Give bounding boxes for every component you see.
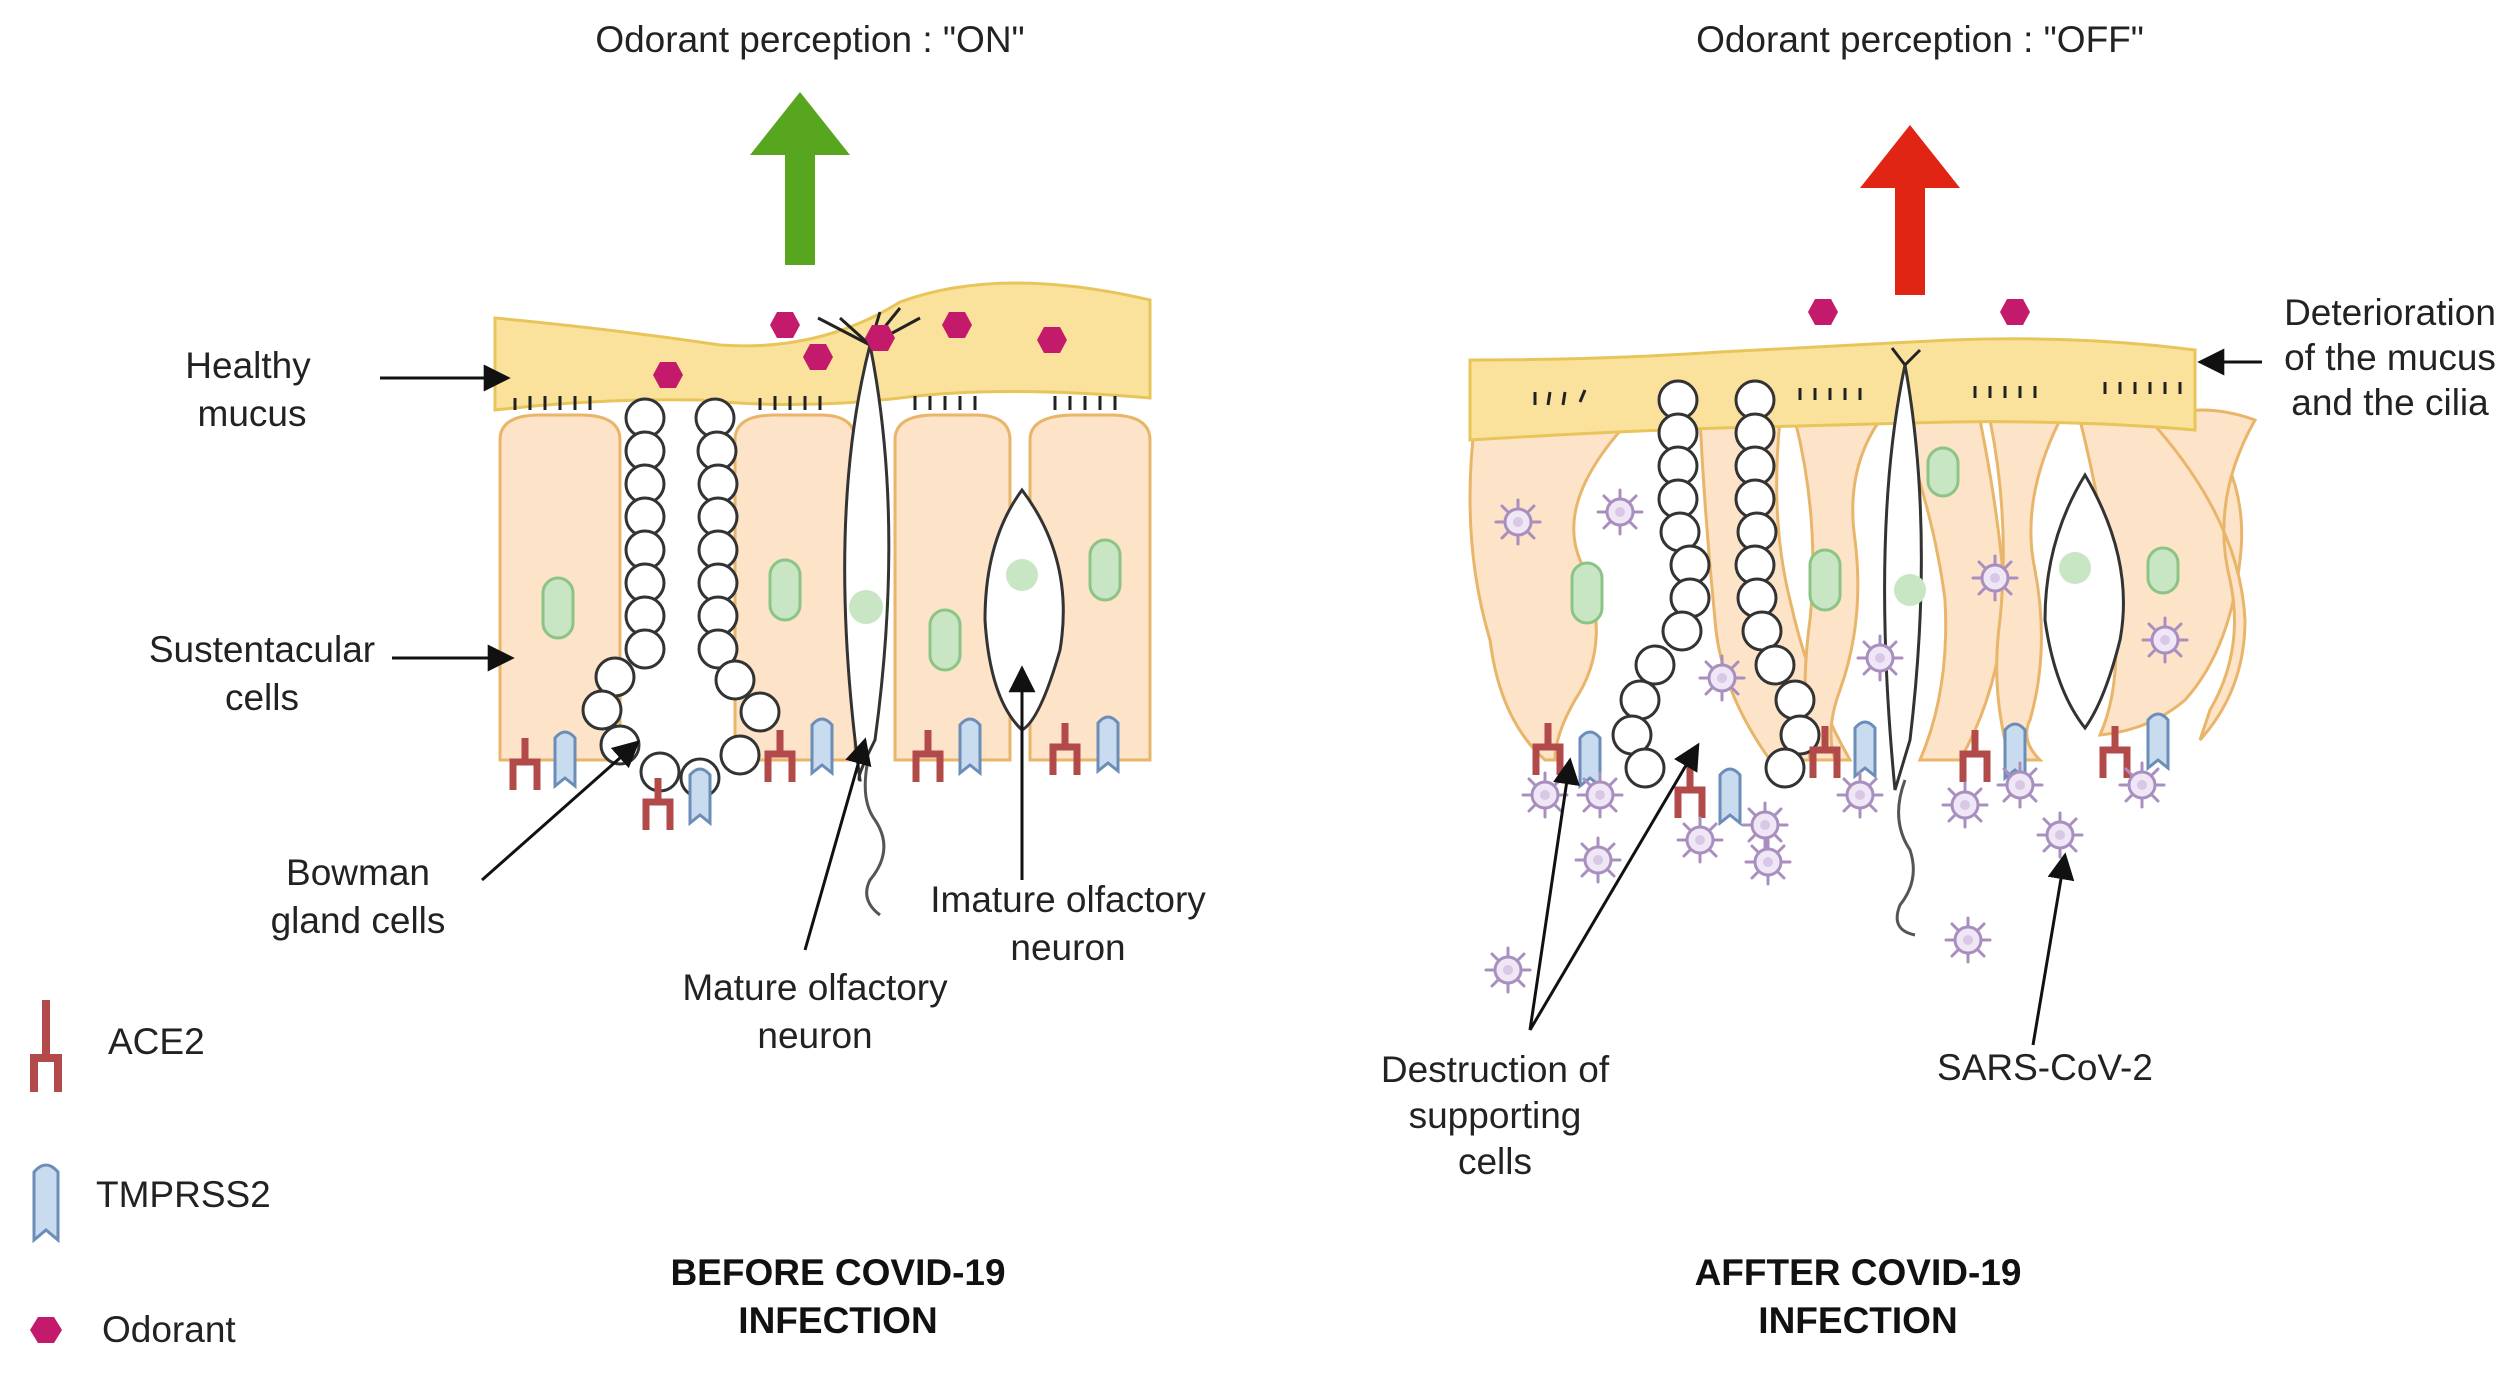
mature-neuron-pointer xyxy=(803,737,872,951)
destruction-label-2: supporting xyxy=(1409,1095,1582,1136)
right-deteriorated-mucus xyxy=(1468,337,2197,442)
deterioration-label-3: and the cilia xyxy=(2291,382,2489,423)
right-damaged-cilia xyxy=(1533,382,2182,406)
deterioration-label-2: of the mucus xyxy=(2284,337,2496,378)
left-panel: Odorant perception : "ON" xyxy=(149,19,1206,1341)
immature-neuron-label-2: neuron xyxy=(1010,927,1125,968)
perception-on-arrow xyxy=(750,92,850,265)
right-panel-title-1: AFFTER COVID-19 xyxy=(1695,1252,2022,1293)
legend-tmprss2-label: TMPRSS2 xyxy=(96,1174,271,1215)
right-mature-neuron xyxy=(1883,347,1926,937)
sars-cov-2-pointer xyxy=(2031,852,2075,1046)
bowman-pointer xyxy=(481,740,641,882)
legend-odorant-label: Odorant xyxy=(102,1309,236,1350)
legend-tmprss2-symbol xyxy=(32,1163,60,1244)
sustentacular-label-2: cells xyxy=(225,677,299,718)
immature-neuron-label-1: Imature olfactory xyxy=(930,879,1206,920)
healthy-mucus-label-1: Healthy xyxy=(185,345,311,386)
destruction-pointer-1 xyxy=(1528,757,1580,1031)
mature-neuron-label-1: Mature olfactory xyxy=(682,967,948,1008)
left-immature-neuron xyxy=(983,487,1065,732)
healthy-mucus-label-2: mucus xyxy=(198,393,307,434)
right-perception-title: Odorant perception : "OFF" xyxy=(1696,19,2144,60)
right-panel-title-2: INFECTION xyxy=(1758,1300,1957,1341)
left-cilia xyxy=(513,396,1117,410)
legend-odorant-symbol xyxy=(30,1317,62,1343)
bowman-label-2: gland cells xyxy=(271,900,446,941)
right-immature-neuron xyxy=(2043,472,2125,731)
perception-off-arrow xyxy=(1860,125,1960,295)
right-nuclei xyxy=(1570,446,2180,625)
sustentacular-label-1: Sustentacular xyxy=(149,629,375,670)
destruction-label-1: Destruction of xyxy=(1381,1049,1610,1090)
left-panel-title-1: BEFORE COVID-19 xyxy=(670,1252,1005,1293)
mature-neuron-label-2: neuron xyxy=(757,1015,872,1056)
legend: ACE2 TMPRSS2 Odorant xyxy=(30,1000,271,1350)
right-panel: Odorant perception : "OFF" xyxy=(1381,19,2496,1341)
left-mature-neuron xyxy=(817,307,921,917)
right-odorants xyxy=(1808,299,2030,325)
right-bowman-gland xyxy=(1611,379,1821,789)
left-panel-title-2: INFECTION xyxy=(738,1300,937,1341)
deterioration-label-1: Deterioration xyxy=(2284,292,2496,333)
legend-ace2-symbol xyxy=(30,1000,62,1092)
left-perception-title: Odorant perception : "ON" xyxy=(595,19,1024,60)
bowman-label-1: Bowman xyxy=(286,852,430,893)
legend-ace2-label: ACE2 xyxy=(108,1021,205,1062)
destruction-label-3: cells xyxy=(1458,1141,1532,1182)
destruction-pointer-2 xyxy=(1528,742,1700,1031)
sars-cov-2-label: SARS-CoV-2 xyxy=(1937,1047,2153,1088)
